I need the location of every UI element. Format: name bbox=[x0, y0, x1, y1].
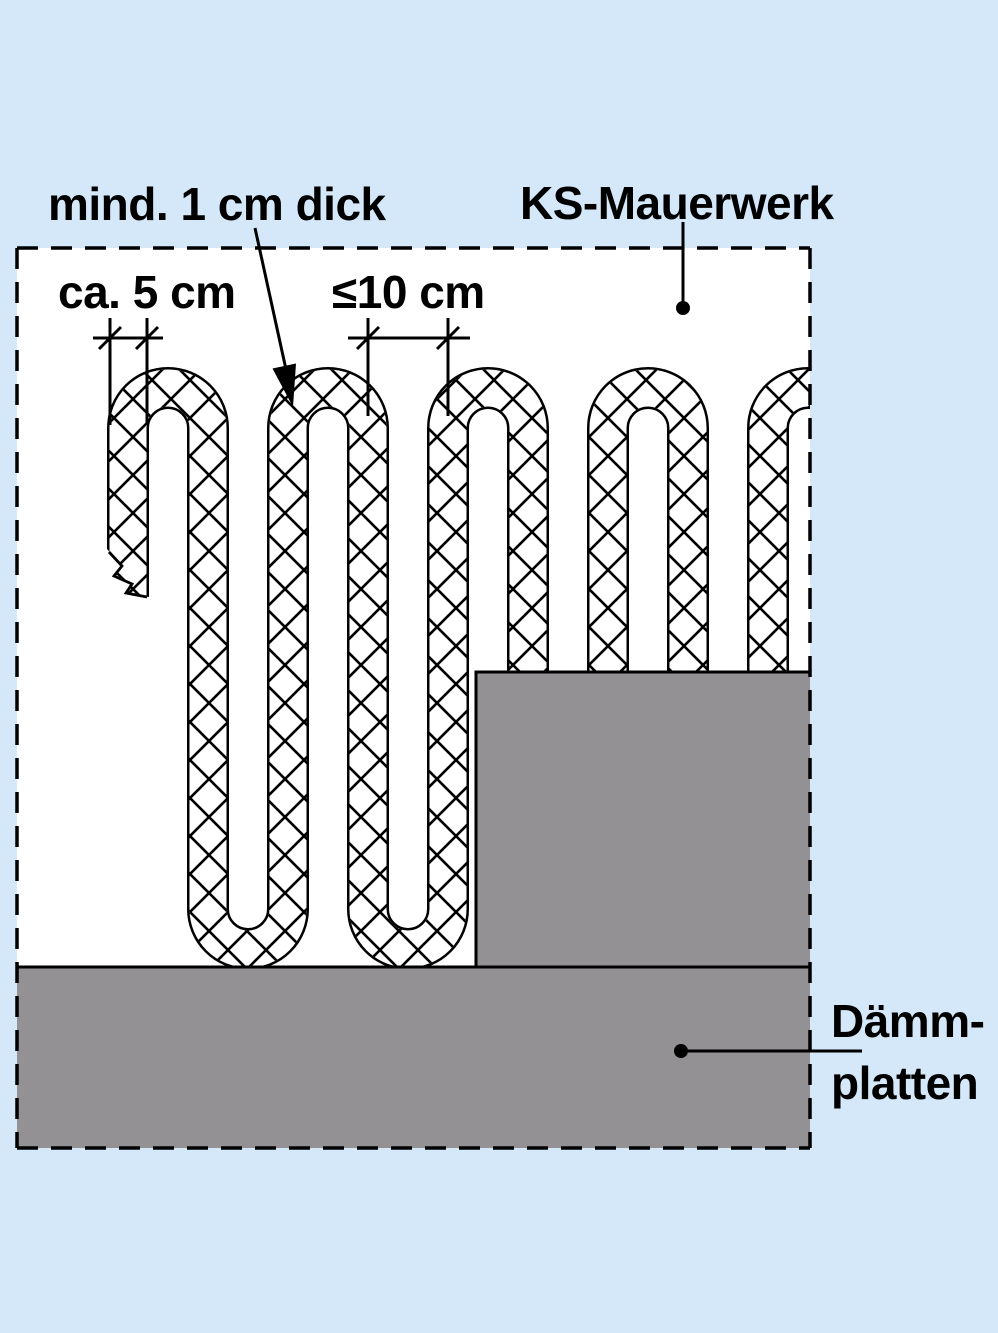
insulation-board-lower bbox=[17, 965, 810, 1148]
adhesive-bead-serpentine bbox=[104, 388, 848, 972]
tick-slash bbox=[355, 325, 381, 351]
dimension-10cm bbox=[348, 318, 470, 416]
insulation-board-upper-outline bbox=[474, 670, 810, 967]
arrowhead-icon bbox=[272, 363, 296, 407]
dashed-border bbox=[15, 246, 812, 1150]
leader-daemmplatten bbox=[674, 1044, 862, 1058]
tick-slash bbox=[435, 325, 461, 351]
label-bead-width: ca. 5 cm bbox=[58, 266, 236, 318]
label-insulation-line1: Dämm- bbox=[831, 995, 984, 1047]
label-bead-spacing: ≤10 cm bbox=[332, 266, 485, 318]
leader-dot-icon bbox=[676, 301, 690, 315]
leader-bead-thickness bbox=[253, 227, 296, 407]
bead-break-symbol bbox=[107, 551, 148, 599]
leader-ks-mauerwerk bbox=[676, 222, 690, 315]
insulation-board-lower-fill bbox=[17, 967, 810, 1148]
leader-dot-icon bbox=[674, 1044, 688, 1058]
insulation-board-upper-fill bbox=[476, 672, 810, 967]
label-insulation-line2: platten bbox=[831, 1057, 978, 1109]
label-bead-thickness: mind. 1 cm dick bbox=[48, 178, 387, 230]
tick-slash bbox=[97, 325, 123, 351]
label-ks-mauerwerk: KS-Mauerwerk bbox=[520, 177, 834, 229]
tick-slash bbox=[134, 325, 160, 351]
leader-line bbox=[253, 227, 289, 375]
dimension-5cm bbox=[93, 318, 163, 425]
insulation-board-upper bbox=[474, 670, 810, 967]
